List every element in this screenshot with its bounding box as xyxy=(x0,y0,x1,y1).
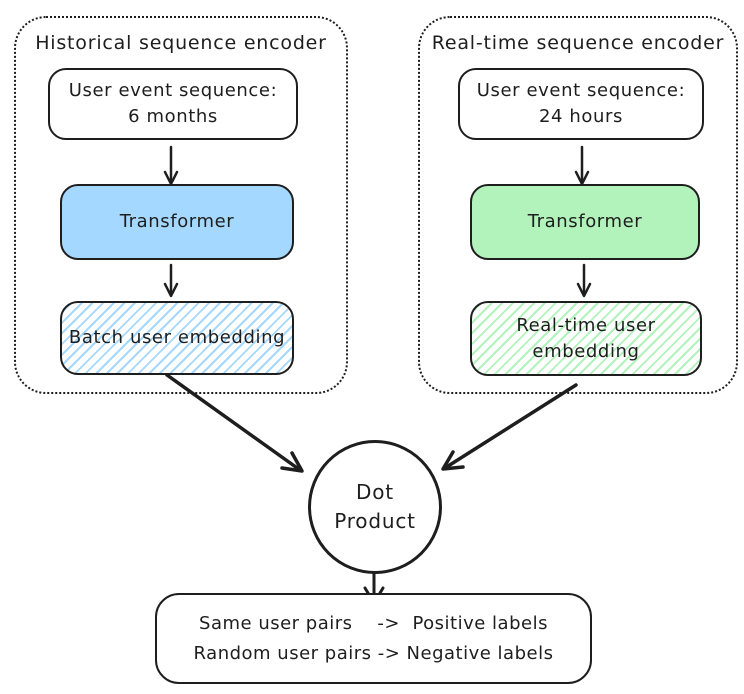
realtime-encoder-panel: Real-time sequence encoder User event se… xyxy=(418,16,738,394)
realtime-embedding-line1: Real-time user xyxy=(516,314,656,336)
realtime-transformer-box: Transformer xyxy=(470,184,700,260)
historical-transformer-box: Transformer xyxy=(60,184,294,260)
historical-encoder-panel: Historical sequence encoder User event s… xyxy=(14,16,348,394)
dot-product-line1: Dot xyxy=(356,480,394,504)
historical-input-line2: 6 months xyxy=(128,106,218,127)
arrow-diagonal-right-icon xyxy=(441,383,578,471)
realtime-user-embedding-box: Real-time user embedding xyxy=(470,301,702,376)
realtime-encoder-title: Real-time sequence encoder xyxy=(431,32,725,54)
realtime-input-box: User event sequence: 24 hours xyxy=(458,68,704,140)
realtime-input-line2: 24 hours xyxy=(538,106,624,127)
historical-transformer-label: Transformer xyxy=(119,211,235,232)
historical-input-line1: User event sequence: xyxy=(68,80,278,101)
realtime-input-line1: User event sequence: xyxy=(476,80,686,101)
dot-product-node: Dot Product xyxy=(308,440,442,574)
batch-user-embedding-box: Batch user embedding xyxy=(60,301,294,375)
batch-user-embedding-label: Batch user embedding xyxy=(68,327,286,348)
label-output-box: Same user pairs -> Positive labels Rando… xyxy=(155,593,592,684)
historical-input-box: User event sequence: 6 months xyxy=(48,68,298,140)
historical-encoder-title: Historical sequence encoder xyxy=(35,32,327,54)
realtime-transformer-label: Transformer xyxy=(527,211,643,232)
negative-labels-line: Random user pairs -> Negative labels xyxy=(193,642,554,664)
positive-labels-line: Same user pairs -> Positive labels xyxy=(199,612,548,634)
dot-product-line2: Product xyxy=(334,509,416,533)
realtime-embedding-line2: embedding xyxy=(532,340,640,362)
